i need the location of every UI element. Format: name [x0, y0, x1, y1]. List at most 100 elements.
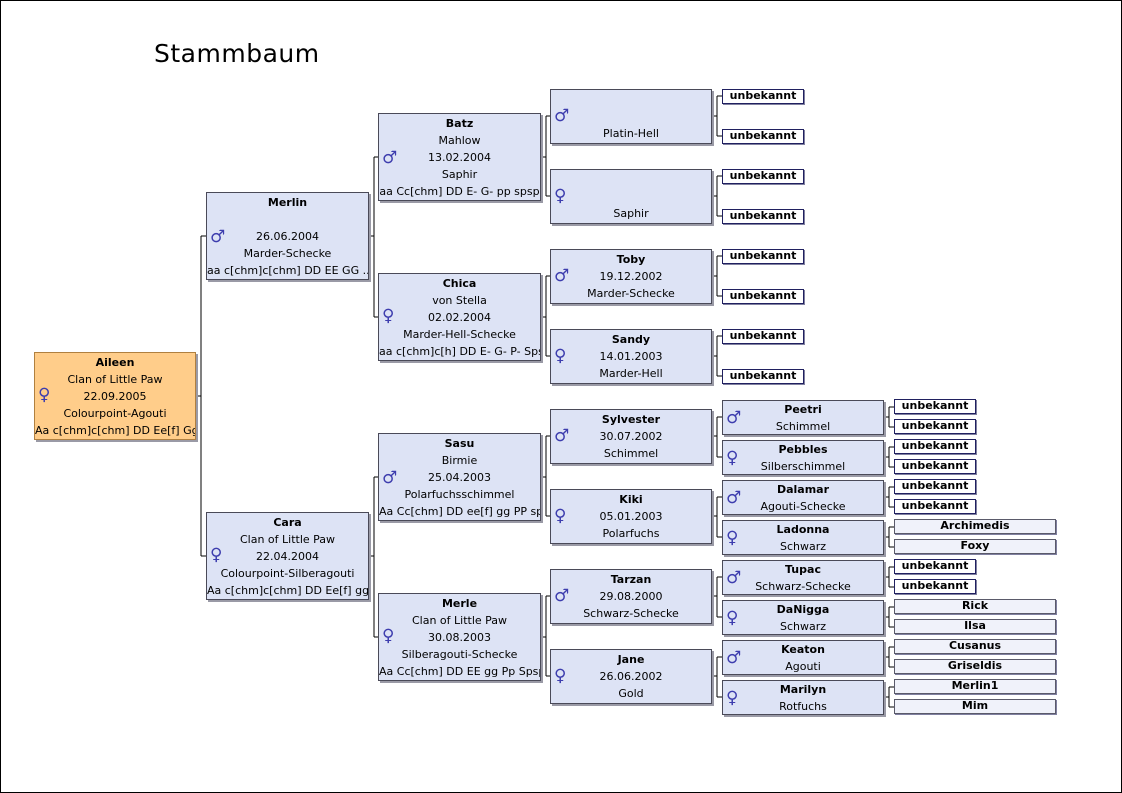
animal-birthdate: 02.02.2004 — [428, 311, 491, 324]
ancestor-label[interactable]: unbekannt — [894, 499, 976, 514]
page-title: Stammbaum — [154, 39, 320, 68]
animal-name: Tarzan — [610, 573, 652, 586]
ancestor-label[interactable]: unbekannt — [894, 439, 976, 454]
male-icon: ♂ — [382, 468, 398, 488]
male-icon: ♂ — [554, 266, 570, 286]
animal-birthdate: 19.12.2002 — [599, 270, 663, 283]
pedigree-card-merlin[interactable]: ♂ Merlin 26.06.2004 Marder-Schecke aa c[… — [206, 192, 369, 280]
pedigree-card-platin-hell[interactable]: ♂ Platin-Hell — [550, 89, 712, 144]
ancestor-label[interactable]: Ilsa — [894, 619, 1056, 634]
ancestor-label[interactable]: unbekannt — [722, 169, 804, 184]
male-icon: ♂ — [554, 106, 570, 126]
ancestor-label[interactable]: unbekannt — [894, 559, 976, 574]
animal-birthdate: 05.01.2003 — [599, 510, 663, 523]
animal-name: Merlin — [267, 196, 308, 209]
animal-birthdate: 14.01.2003 — [599, 350, 663, 363]
pedigree-card-jane[interactable]: ♀ Jane 26.06.2002 Gold — [550, 649, 712, 704]
ancestor-label[interactable]: Foxy — [894, 539, 1056, 554]
female-icon: ♀ — [726, 688, 739, 708]
pedigree-card-marilyn[interactable]: ♀ Marilyn Rotfuchs — [722, 680, 884, 715]
animal-color: Gold — [618, 687, 644, 700]
ancestor-label[interactable]: unbekannt — [894, 419, 976, 434]
animal-birthdate: 26.06.2004 — [256, 230, 319, 243]
animal-color: Rotfuchs — [779, 700, 827, 713]
ancestor-label[interactable]: Cusanus — [894, 639, 1056, 654]
animal-name: Chica — [442, 277, 477, 290]
animal-breeder: Clan of Little Paw — [411, 614, 508, 627]
pedigree-card-keaton[interactable]: ♂ Keaton Agouti — [722, 640, 884, 675]
pedigree-card-tupac[interactable]: ♂ Tupac Schwarz-Schecke — [722, 560, 884, 595]
ancestor-label[interactable]: unbekannt — [722, 249, 804, 264]
ancestor-label[interactable]: unbekannt — [722, 129, 804, 144]
animal-breeder: Mahlow — [438, 134, 481, 147]
pedigree-card-sylvester[interactable]: ♂ Sylvester 30.07.2002 Schimmel — [550, 409, 712, 464]
animal-genotype: aa c[chm]c[h] DD E- G- P- Spsp — [379, 345, 540, 358]
animal-color: Saphir — [613, 207, 649, 220]
animal-birthdate: 26.06.2002 — [599, 670, 663, 683]
pedigree-card-merle[interactable]: ♀ Merle Clan of Little Paw 30.08.2003 Si… — [378, 593, 541, 681]
animal-color: Colourpoint-Silberagouti — [220, 567, 355, 580]
female-icon: ♀ — [382, 626, 395, 646]
ancestor-label[interactable]: unbekannt — [894, 399, 976, 414]
animal-name: Jane — [617, 653, 645, 666]
pedigree-card-batz[interactable]: ♂ Batz Mahlow 13.02.2004 Saphir aa Cc[ch… — [378, 113, 541, 201]
animal-name: Sandy — [611, 333, 651, 346]
ancestor-label[interactable]: Merlin1 — [894, 679, 1056, 694]
animal-color: Platin-Hell — [603, 127, 659, 140]
pedigree-card-dalamar[interactable]: ♂ Dalamar Agouti-Schecke — [722, 480, 884, 515]
pedigree-card-saphir[interactable]: ♀ Saphir — [550, 169, 712, 224]
pedigree-card-tarzan[interactable]: ♂ Tarzan 29.08.2000 Schwarz-Schecke — [550, 569, 712, 624]
pedigree-card-chica[interactable]: ♀ Chica von Stella 02.02.2004 Marder-Hel… — [378, 273, 541, 361]
female-icon: ♀ — [382, 306, 395, 326]
pedigree-card-toby[interactable]: ♂ Toby 19.12.2002 Marder-Schecke — [550, 249, 712, 304]
ancestor-label[interactable]: Rick — [894, 599, 1056, 614]
pedigree-card-ladonna[interactable]: ♀ Ladonna Schwarz — [722, 520, 884, 555]
pedigree-card-peetri[interactable]: ♂ Peetri Schimmel — [722, 400, 884, 435]
female-icon: ♀ — [726, 608, 739, 628]
animal-name: DaNigga — [776, 603, 830, 616]
animal-name: Kiki — [619, 493, 643, 506]
pedigree-card-sandy[interactable]: ♀ Sandy 14.01.2003 Marder-Hell — [550, 329, 712, 384]
animal-color: Colourpoint-Agouti — [63, 407, 167, 420]
animal-name: Peetri — [784, 403, 822, 416]
animal-color: Marder-Schecke — [587, 287, 675, 300]
female-icon: ♀ — [554, 186, 567, 206]
animal-birthdate — [551, 188, 711, 205]
female-icon: ♀ — [726, 528, 739, 548]
ancestor-label[interactable]: unbekannt — [722, 329, 804, 344]
male-icon: ♂ — [554, 586, 570, 606]
animal-breeder: Birmie — [441, 454, 478, 467]
ancestor-label[interactable]: unbekannt — [722, 369, 804, 384]
female-icon: ♀ — [554, 666, 567, 686]
ancestor-label[interactable]: unbekannt — [894, 579, 976, 594]
animal-birthdate: 22.09.2005 — [83, 390, 147, 403]
animal-birthdate — [551, 108, 711, 125]
animal-name: Marilyn — [779, 683, 827, 696]
animal-genotype: Aa Cc[chm] DD EE gg Pp Spsp — [379, 665, 540, 678]
female-icon: ♀ — [726, 448, 739, 468]
animal-genotype: aa Cc[chm] DD E- G- pp spsp — [379, 185, 540, 198]
pedigree-card-pebbles[interactable]: ♀ Pebbles Silberschimmel — [722, 440, 884, 475]
pedigree-card-kiki[interactable]: ♀ Kiki 05.01.2003 Polarfuchs — [550, 489, 712, 544]
ancestor-label[interactable]: Mim — [894, 699, 1056, 714]
animal-breeder: Clan of Little Paw — [67, 373, 163, 386]
animal-color: Schimmel — [603, 447, 659, 460]
ancestor-label[interactable]: unbekannt — [894, 459, 976, 474]
animal-color: Agouti — [785, 660, 821, 673]
animal-name: Merle — [441, 597, 478, 610]
male-icon: ♂ — [554, 426, 570, 446]
pedigree-card-sasu[interactable]: ♂ Sasu Birmie 25.04.2003 Polarfuchsschim… — [378, 433, 541, 521]
animal-name: Sasu — [444, 437, 475, 450]
ancestor-label[interactable]: unbekannt — [722, 289, 804, 304]
pedigree-card-cara[interactable]: ♀ Cara Clan of Little Paw 22.04.2004 Col… — [206, 512, 369, 600]
ancestor-label[interactable]: unbekannt — [894, 479, 976, 494]
animal-birthdate: 13.02.2004 — [428, 151, 491, 164]
animal-name: Toby — [616, 253, 646, 266]
ancestor-label[interactable]: Griseldis — [894, 659, 1056, 674]
ancestor-label[interactable]: unbekannt — [722, 209, 804, 224]
pedigree-card-aileen[interactable]: ♀ Aileen Clan of Little Paw 22.09.2005 C… — [34, 352, 196, 440]
ancestor-label[interactable]: unbekannt — [722, 89, 804, 104]
ancestor-label[interactable]: Archimedis — [894, 519, 1056, 534]
pedigree-card-danigga[interactable]: ♀ DaNigga Schwarz — [722, 600, 884, 635]
